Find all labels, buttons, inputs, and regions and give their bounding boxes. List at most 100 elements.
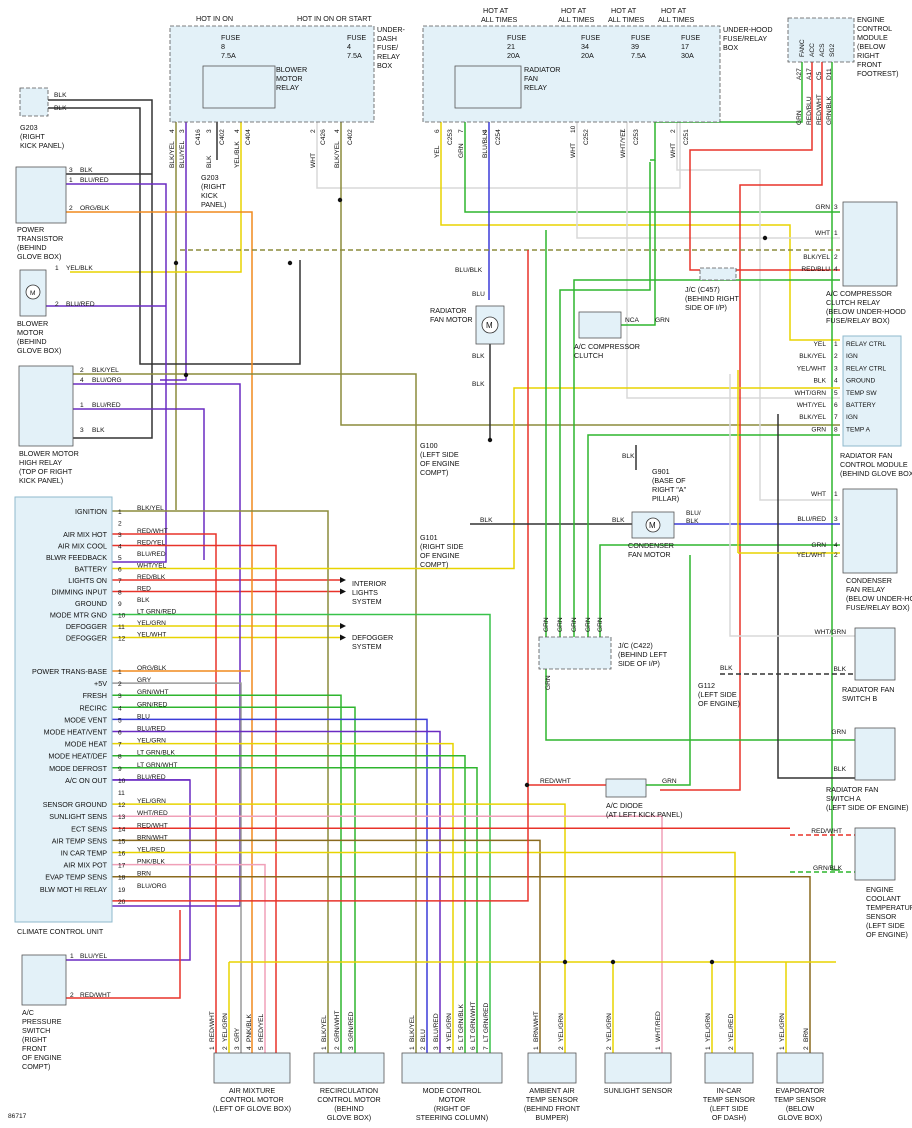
wire-label: BLK <box>834 666 847 673</box>
blower-motor-label: GLOVE BOX) <box>17 346 61 355</box>
blower-motor-label: MOTOR <box>17 328 44 337</box>
wire <box>73 383 241 907</box>
pin-num: 3 <box>834 365 838 372</box>
ccu-pin-name: DEFOGGER <box>66 622 107 631</box>
ccu-pin-num: 16 <box>118 851 126 858</box>
radiator-fan-motor-label: RADIATOR <box>430 306 466 315</box>
wire-label: WHT <box>670 143 677 158</box>
wire-label: RED/WHT <box>540 778 571 785</box>
bottom-component-label: CONTROL MOTOR <box>220 1095 284 1104</box>
pin-num: 3 <box>433 1046 440 1050</box>
jc422-label: SIDE OF I/P) <box>618 659 660 668</box>
wire <box>112 533 217 1060</box>
bottom-component-label: SUNLIGHT SENSOR <box>604 1086 673 1095</box>
pin-num: 7 <box>483 1046 490 1050</box>
hot-at-all-times-label-21a: HOT AT <box>483 6 509 15</box>
wire-label: GRN <box>545 675 552 690</box>
wire-label: RED/BLU <box>801 266 830 273</box>
wire-label: YEL/RED <box>728 1014 735 1042</box>
connector-label: C402 <box>219 129 226 145</box>
wire-label: YEL <box>814 341 827 348</box>
bottom-component-label: (BELOW <box>786 1104 815 1113</box>
bottom-component-box <box>776 1052 824 1084</box>
ccu-pin-name: BLW MOT HI RELAY <box>40 885 107 894</box>
bottom-component-label: AMBIENT AIR <box>529 1086 574 1095</box>
ccu-wire-label: LT GRN/WHT <box>137 762 177 769</box>
ac-pressure-switch-label: OF ENGINE <box>22 1053 62 1062</box>
wire <box>587 434 840 637</box>
condenser-fan-motor-label: FAN MOTOR <box>628 550 671 559</box>
rfcm-pin-name: GROUND <box>846 378 876 385</box>
ccu-pin-name: AIR MIX POT <box>63 861 107 870</box>
interior-lights-label: INTERIOR <box>352 579 386 588</box>
box-label: UNDER-HOOD <box>723 25 773 34</box>
splice-dot <box>183 372 189 378</box>
bottom-component-label: OF DASH) <box>712 1113 746 1122</box>
box-label: DASH <box>377 34 397 43</box>
pin-num: 3 <box>834 516 838 523</box>
ect-sensor-label: ENGINE <box>866 885 894 894</box>
bottom-component-label: TEMP SENSOR <box>774 1095 826 1104</box>
wire-label: PNK/BLK <box>246 1014 253 1042</box>
wire-label: BLU/BLK <box>455 267 483 274</box>
ccu-pin-name: LIGHTS ON <box>68 576 107 585</box>
ccu-wire-label: BRN/WHT <box>137 834 168 841</box>
g203-b-label: KICK <box>201 191 218 200</box>
ccu-pin-num: 2 <box>118 521 122 528</box>
connector-label: C251 <box>683 129 690 145</box>
wire-label: BLK/YEL <box>799 414 826 421</box>
ccu-pin-num: 9 <box>118 766 122 773</box>
svg-text:M: M <box>649 521 656 530</box>
pin-num: 2 <box>606 1046 613 1050</box>
bottom-component-label: TEMP SENSOR <box>526 1095 578 1104</box>
box-label: BOX <box>723 43 738 52</box>
hot-at-all-times-label-17b: ALL TIMES <box>658 15 695 24</box>
wire <box>831 62 840 871</box>
ecm-pin-num: D11 <box>826 68 833 80</box>
wire <box>112 754 466 1060</box>
splice-dot <box>173 260 179 266</box>
connector-label: C252 <box>583 129 590 145</box>
wire-label: WHT <box>815 230 830 237</box>
ccu-pin-name: POWER TRANS-BASE <box>32 667 107 676</box>
ccu-pin-num: 6 <box>118 730 122 737</box>
ac-pressure-switch-label: FRONT <box>22 1044 47 1053</box>
ccu-pin-name: MODE HEAT/VENT <box>44 728 108 737</box>
splice-dot <box>487 437 493 443</box>
wire-label: BLK <box>206 155 213 168</box>
ccu-pin-num: 4 <box>118 705 122 712</box>
wire-label: LT GRN/RED <box>483 1002 490 1042</box>
wire <box>48 107 301 365</box>
wire-label: NCA <box>625 317 640 324</box>
hot-at-all-times-label-39b: ALL TIMES <box>608 15 645 24</box>
ecm-label: FOOTREST) <box>857 69 899 78</box>
pin-num: 1 <box>80 402 84 409</box>
bottom-component-label: (BEHIND FRONT <box>524 1104 581 1113</box>
bottom-component-label: GLOVE BOX) <box>778 1113 822 1122</box>
wire <box>112 706 356 1060</box>
wire <box>66 211 253 1060</box>
wire-label: GRN <box>571 617 578 632</box>
wire <box>112 730 441 1060</box>
bottom-component-label: GLOVE BOX) <box>327 1113 371 1122</box>
rfcm-pin-name: IGN <box>846 414 858 421</box>
wire-label: BLU/RED <box>433 1013 440 1042</box>
fuse-label: 39 <box>631 42 639 51</box>
g901-label: (BASE OF <box>652 476 686 485</box>
wire-label: BLK <box>54 92 67 99</box>
ccu-pin-num: 18 <box>118 875 126 882</box>
ccu-wire-label: YEL/GRN <box>137 738 166 745</box>
pin-num: 4 <box>169 129 176 133</box>
relay-label: BLOWER <box>276 65 307 74</box>
wire-label: BLU/RED <box>80 177 109 184</box>
pin-num: 7 <box>620 129 627 133</box>
ccu-wire-label: BLU/RED <box>137 774 166 781</box>
wire <box>160 122 187 381</box>
rad-switch-a-label: SWITCH A <box>826 794 861 803</box>
ecm-label: ENGINE <box>857 15 885 24</box>
wire-label: RED/WHT <box>811 828 842 835</box>
wire-label: WHT <box>811 491 826 498</box>
wire-label: ORG/BLK <box>80 205 110 212</box>
pin-num: 2 <box>834 552 838 559</box>
